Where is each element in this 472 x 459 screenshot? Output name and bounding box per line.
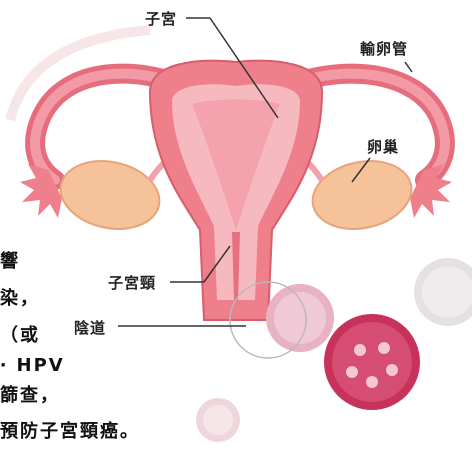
label-ovary: 卵巢 <box>367 136 399 157</box>
label-vagina: 陰道 <box>74 317 106 338</box>
label-fallopian-tube: 輸卵管 <box>360 38 408 59</box>
virus-right <box>414 258 472 326</box>
virus-small <box>196 398 240 442</box>
body-text-line-4: ‧ HPV <box>0 357 65 375</box>
body-text-line-6: 預防子宮頸癌。 <box>0 423 140 441</box>
body-text-line-2: 染， <box>0 290 40 308</box>
body-text-line-3: （或 <box>0 327 40 345</box>
label-uterus: 子宮 <box>145 8 177 29</box>
virus-large <box>324 314 420 410</box>
label-cervix: 子宮頸 <box>108 272 156 293</box>
body-text-line-5: 篩查， <box>0 387 60 405</box>
body-text-line-1: 響 <box>0 253 20 271</box>
uterus <box>150 61 322 320</box>
